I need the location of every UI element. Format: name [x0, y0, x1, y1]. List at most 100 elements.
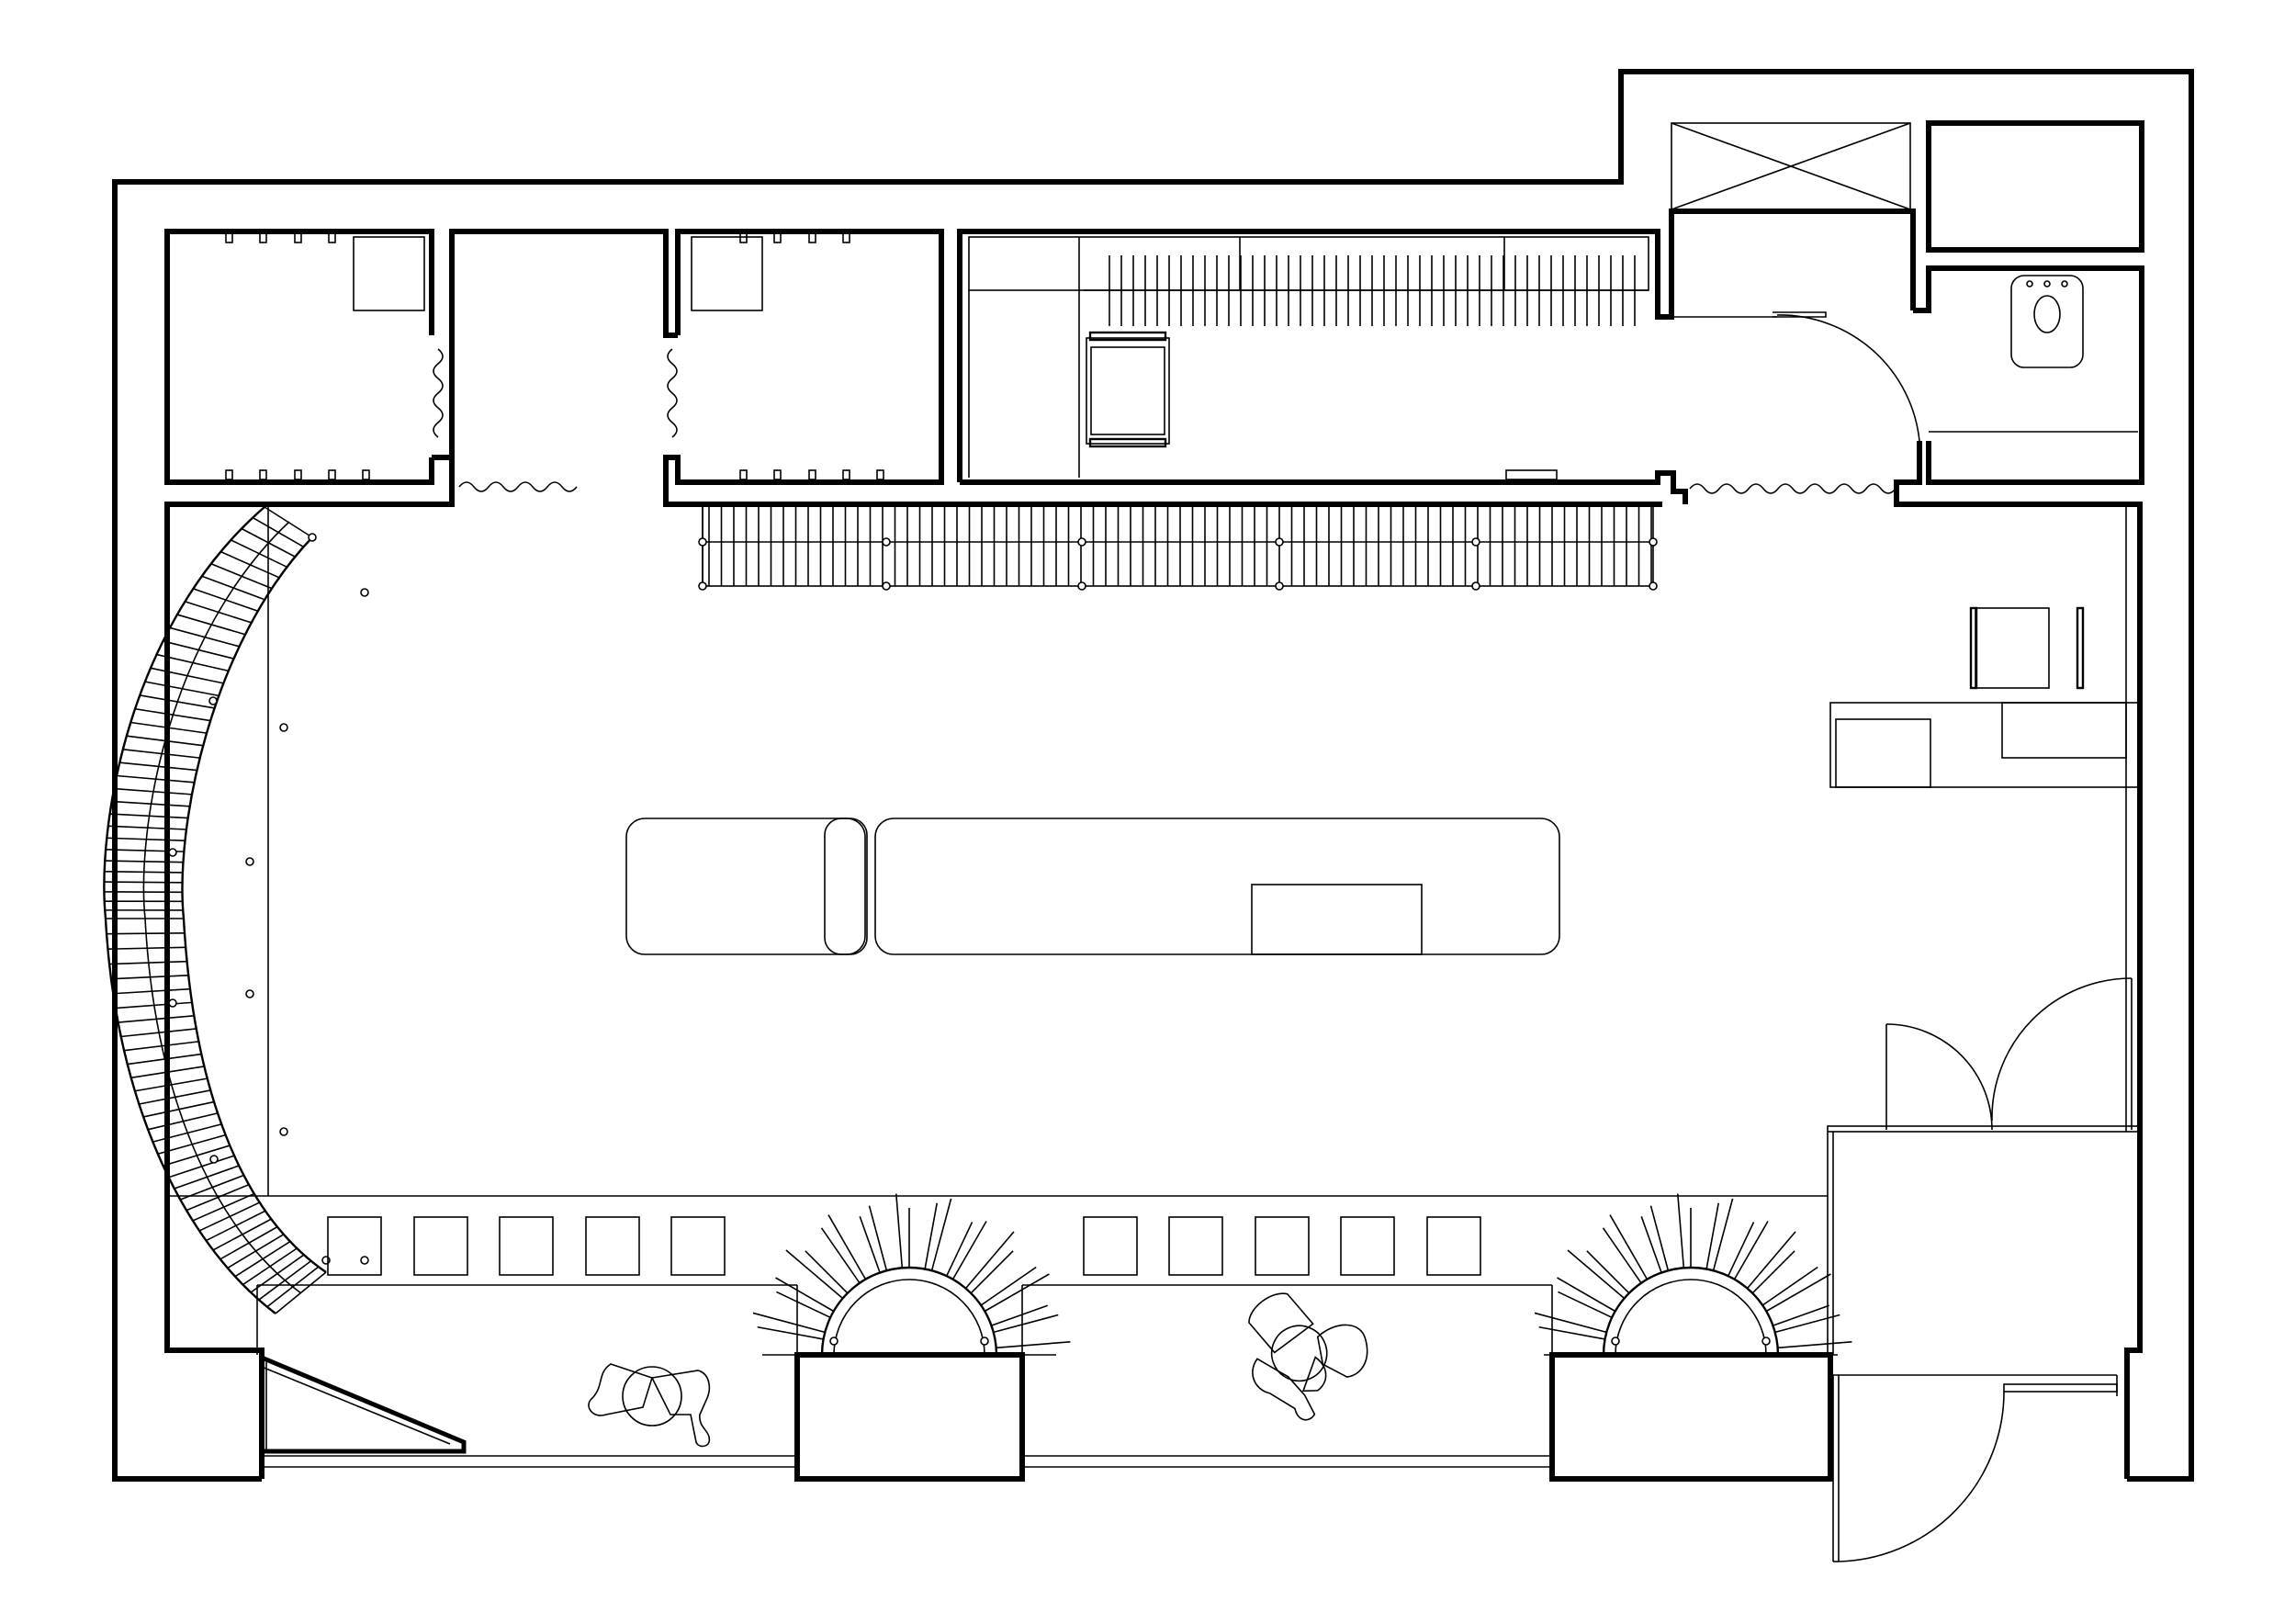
- spiral-step: [924, 1202, 939, 1269]
- central-counter: [625, 818, 1560, 955]
- stair-tread: [114, 787, 193, 795]
- stair-tread: [107, 946, 186, 951]
- stair-tread: [185, 601, 252, 624]
- spiral-step: [1712, 1198, 1734, 1271]
- fitting-room-right: [449, 229, 1662, 507]
- display-cube: [413, 1216, 468, 1276]
- stair-tread: [120, 1028, 197, 1038]
- stair-tread: [169, 626, 240, 648]
- stair-tread: [242, 1247, 298, 1286]
- vent: [1505, 469, 1558, 480]
- stair-tread: [250, 1254, 305, 1293]
- spiral-step: [991, 1304, 1048, 1326]
- stair-tread: [104, 870, 183, 874]
- stair-tread: [134, 707, 211, 722]
- spiral-step: [1538, 1325, 1605, 1340]
- bench: [691, 236, 763, 311]
- spiral-node: [1611, 1336, 1620, 1346]
- spiral-step: [1761, 1266, 1818, 1306]
- spiral-node: [1761, 1336, 1771, 1346]
- stair-tread: [105, 860, 184, 863]
- curtain: [458, 481, 578, 492]
- rail-post: [1077, 581, 1086, 591]
- spiral-step: [1765, 1273, 1831, 1313]
- stair-tread: [212, 1218, 272, 1251]
- stair-tread: [123, 1041, 199, 1052]
- spiral-step: [1676, 1193, 1685, 1269]
- rail-post: [698, 537, 707, 547]
- spiral-step: [970, 1250, 1014, 1294]
- curtain: [1689, 483, 1896, 494]
- spiral-stair-right: [1534, 1193, 1852, 1356]
- rail-post: [1471, 537, 1480, 547]
- spiral-step: [1558, 1291, 1613, 1319]
- stair-tread: [264, 506, 313, 538]
- stair-node: [360, 1256, 369, 1265]
- stair-tread: [139, 1089, 211, 1105]
- spiral-step: [1746, 1231, 1796, 1290]
- display-cube: [327, 1216, 382, 1276]
- office-desk: [1829, 606, 2141, 788]
- stair-tread: [220, 550, 280, 579]
- spiral-step: [964, 1231, 1015, 1290]
- spiral-node: [829, 1336, 838, 1346]
- person-icon: [588, 1363, 711, 1448]
- spiral-step: [775, 1277, 835, 1313]
- spiral-step: [1609, 1214, 1649, 1280]
- stair-tread: [119, 761, 197, 772]
- stair-tread: [127, 1053, 202, 1066]
- hanging-rack: [1084, 255, 1649, 326]
- spiral-step: [1567, 1249, 1626, 1300]
- stair-tread: [176, 614, 246, 636]
- spiral-step: [868, 1205, 888, 1271]
- display-cube: [585, 1216, 640, 1276]
- rail-post: [1275, 581, 1284, 591]
- stair-tread: [142, 1100, 215, 1118]
- curtain: [667, 348, 678, 438]
- rail-post: [698, 581, 707, 591]
- stair-node: [279, 723, 288, 732]
- stair-tread: [107, 931, 185, 935]
- elevator-shaft: [1671, 122, 1911, 210]
- display-cube: [670, 1216, 726, 1276]
- spiral-rail: [1602, 1266, 1780, 1356]
- stair-tread: [252, 516, 304, 548]
- rail-post: [1649, 537, 1658, 547]
- pivot-door: [259, 1354, 467, 1454]
- stair-tread: [109, 813, 188, 819]
- spiral-step: [859, 1216, 881, 1273]
- stair-tread: [210, 563, 273, 590]
- stair-tread: [113, 987, 191, 995]
- stair-tread: [144, 681, 219, 697]
- rail-post: [1649, 581, 1658, 591]
- stair-node: [279, 1127, 288, 1136]
- spiral-step: [984, 1273, 1050, 1313]
- stair-tread: [266, 1266, 320, 1308]
- stair-tread: [150, 667, 224, 684]
- stair-tread: [130, 721, 208, 734]
- spiral-step: [785, 1249, 844, 1300]
- spiral-step: [1534, 1312, 1607, 1334]
- rail-post: [1471, 581, 1480, 591]
- spiral-step: [1773, 1304, 1829, 1326]
- spiral-step: [1705, 1202, 1720, 1269]
- spiral-rail: [820, 1266, 998, 1356]
- spiral-step: [752, 1312, 826, 1334]
- stair-node: [168, 998, 177, 1008]
- spiral-step: [895, 1193, 904, 1269]
- person-icon: [1248, 1292, 1368, 1421]
- stair-tread: [198, 1201, 261, 1232]
- stair-node: [360, 588, 369, 597]
- stair-tread: [156, 653, 229, 672]
- stair-tread: [115, 1001, 193, 1009]
- stair-tread: [275, 1271, 327, 1314]
- rail-post: [882, 537, 891, 547]
- display-cubes: [327, 1216, 1481, 1276]
- stair-tread: [206, 1210, 266, 1242]
- display-cube: [1426, 1216, 1481, 1276]
- spiral-node: [980, 1336, 989, 1346]
- spiral-step: [951, 1221, 987, 1280]
- stair-tread: [234, 1240, 291, 1278]
